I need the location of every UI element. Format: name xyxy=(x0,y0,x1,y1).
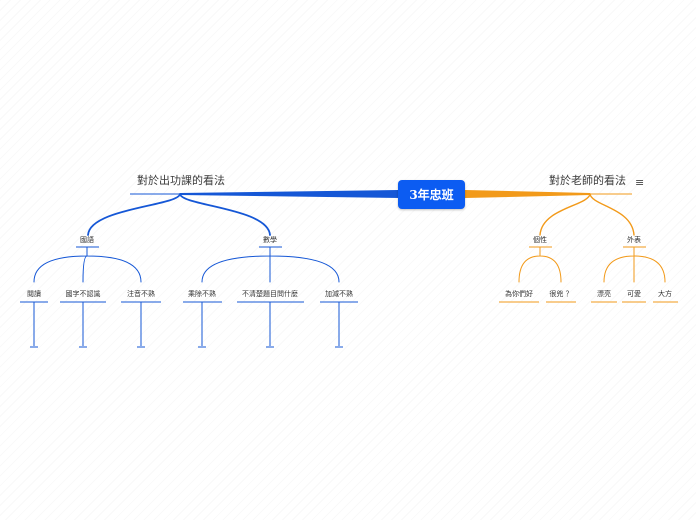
subtopic-personality[interactable]: 個性 xyxy=(533,236,547,244)
connector-central-left xyxy=(180,190,400,198)
connector-personality-leaf-0 xyxy=(518,247,541,283)
connector-chinese-leaf-0 xyxy=(33,247,88,283)
connector-appearance-leaf-2 xyxy=(633,247,666,283)
connector-appearance-leaf-0 xyxy=(603,247,635,283)
central-topic[interactable]: 3年忠班 xyxy=(398,180,465,209)
connector-right-appearance xyxy=(589,193,635,236)
leaf-zhuyin-unfamiliar[interactable]: 注音不熟 xyxy=(127,290,155,298)
branch-topic-homework[interactable]: 對於出功課的看法 xyxy=(137,174,225,187)
connector-chinese-leaf-2 xyxy=(86,247,142,283)
connector-math-leaf-0 xyxy=(201,247,271,283)
subtopic-chinese[interactable]: 國語 xyxy=(80,236,94,244)
leaf-addition-subtraction[interactable]: 加減不熟 xyxy=(325,290,353,298)
connector-central-right xyxy=(465,190,590,198)
connector-right-personality xyxy=(539,193,591,236)
leaf-very-strict[interactable]: 很兇 ？ xyxy=(549,290,573,298)
leaf-for-your-good[interactable]: 為你們好 xyxy=(505,290,533,298)
subtopic-appearance[interactable]: 外表 xyxy=(627,236,641,244)
leaf-unknown-characters[interactable]: 國字不認識 xyxy=(65,290,101,298)
connector-personality-leaf-1 xyxy=(539,247,562,283)
branch-topic-teacher[interactable]: 對於老師的看法 xyxy=(549,174,626,187)
leaf-reading[interactable]: 閱讀 xyxy=(27,290,41,298)
connector-left-chinese xyxy=(87,193,181,236)
connector-chinese-leaf-1 xyxy=(82,247,88,283)
leaf-generous[interactable]: 大方 xyxy=(658,290,672,298)
leaf-question-unclear[interactable]: 不清楚題目問什麼 xyxy=(242,290,298,298)
subtopic-math[interactable]: 數學 xyxy=(263,236,277,244)
leaf-multiplication-division[interactable]: 乘除不熟 xyxy=(188,290,216,298)
leaf-pretty[interactable]: 漂亮 xyxy=(597,290,611,298)
leaf-cute[interactable]: 可愛 xyxy=(627,290,641,298)
connector-left-math xyxy=(179,193,271,236)
menu-icon[interactable]: ≡ xyxy=(635,176,645,189)
connector-math-leaf-2 xyxy=(269,247,340,283)
